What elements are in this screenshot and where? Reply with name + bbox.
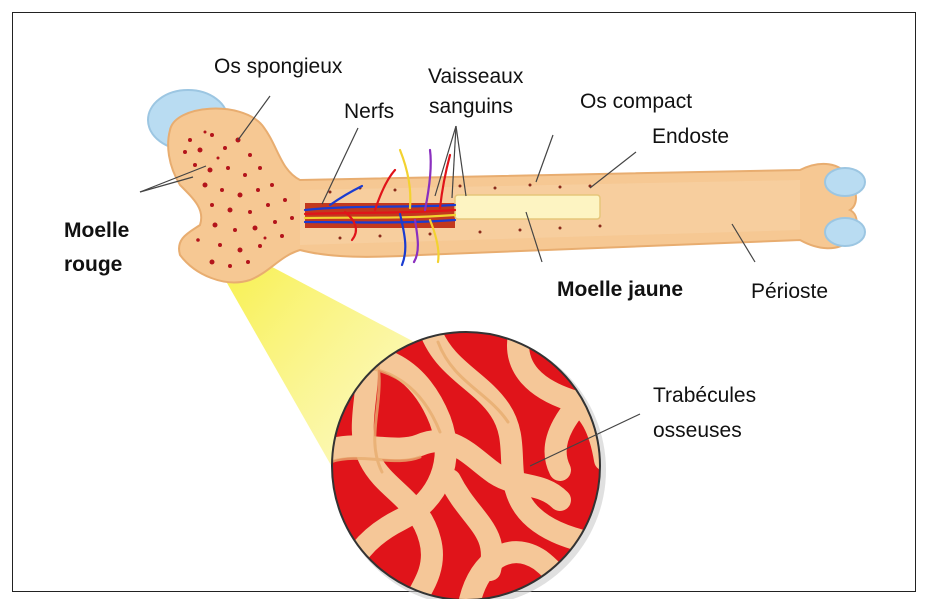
label-trabeculae-line2: osseuses <box>653 418 742 444</box>
label-yellow-marrow: Moelle jaune <box>557 277 683 303</box>
label-red-marrow-line2: rouge <box>64 252 122 278</box>
label-periosteum: Périoste <box>751 279 828 305</box>
label-blood-vessels-line1: Vaisseaux <box>428 64 523 90</box>
cartilage-cap-right-lower <box>825 218 865 246</box>
label-spongy-bone: Os spongieux <box>214 54 342 80</box>
cartilage-cap-right-upper <box>825 168 865 196</box>
label-compact-bone: Os compact <box>580 89 692 115</box>
label-nerves: Nerfs <box>344 99 394 125</box>
label-blood-vessels-line2: sanguins <box>429 94 513 120</box>
label-red-marrow-line1: Moelle <box>64 218 129 244</box>
label-trabeculae-line1: Trabécules <box>653 383 756 409</box>
label-endosteum: Endoste <box>652 124 729 150</box>
